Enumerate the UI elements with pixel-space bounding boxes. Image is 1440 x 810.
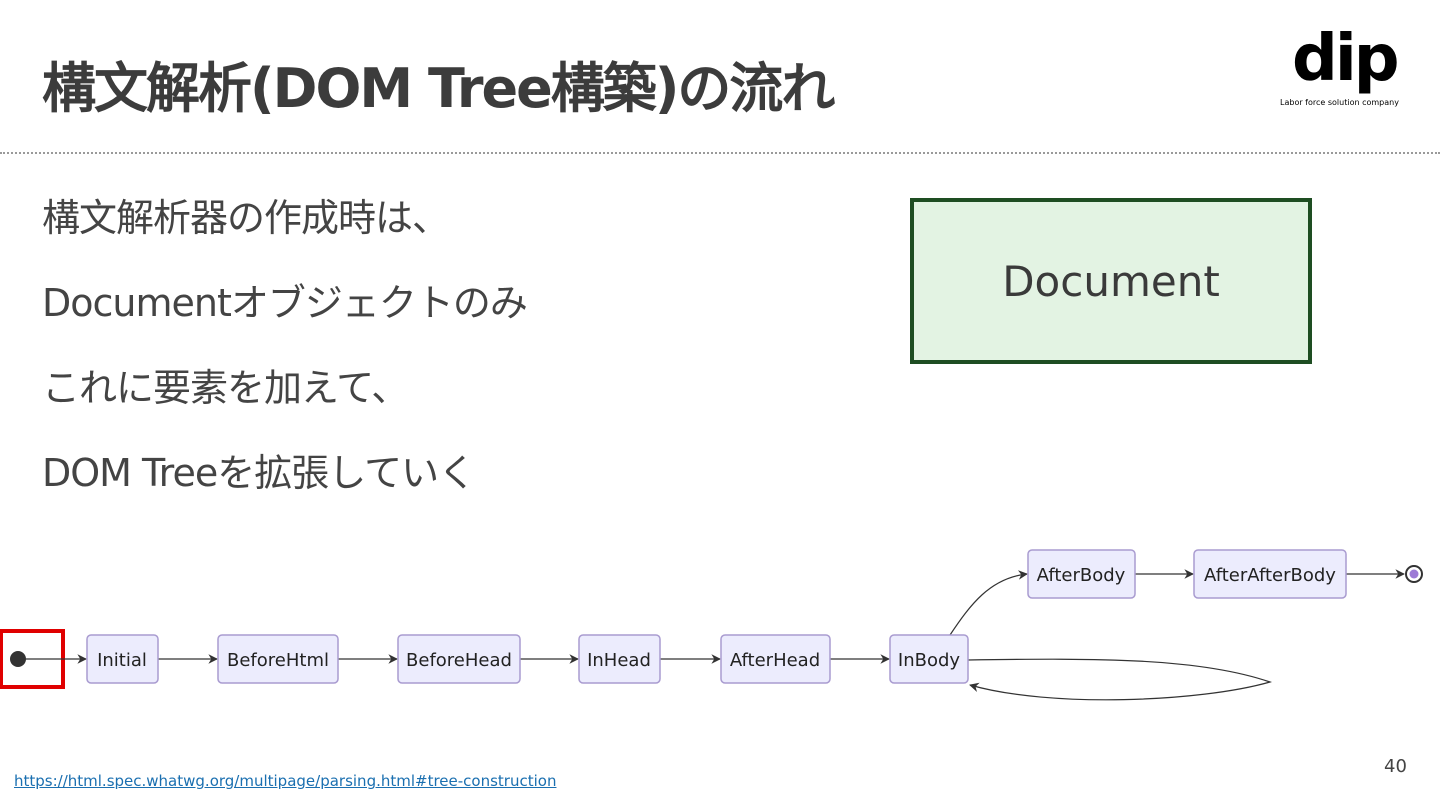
company-logo: dip Labor force solution company <box>1278 22 1418 112</box>
document-node-box: Document <box>910 198 1312 364</box>
body-line-4: DOM Treeを拡張していく <box>42 451 476 495</box>
start-state-dot <box>10 651 26 667</box>
state-label-inhead: InHead <box>587 650 651 671</box>
slide-title: 構文解析(DOM Tree構築)の流れ <box>42 57 835 120</box>
title-divider <box>0 152 1440 154</box>
state-node-inbody: InBody <box>889 634 969 684</box>
state-label-beforehead: BeforeHead <box>406 650 512 671</box>
state-label-afterhead: AfterHead <box>730 650 820 671</box>
end-state-marker <box>1405 565 1423 583</box>
state-label-afterafterbody: AfterAfterBody <box>1204 565 1336 586</box>
source-reference-link[interactable]: https://html.spec.whatwg.org/multipage/p… <box>14 772 557 790</box>
state-node-beforehead: BeforeHead <box>397 634 521 684</box>
body-text: 構文解析器の作成時は、 Documentオブジェクトのみ これに要素を加えて、 … <box>42 190 528 530</box>
edge-inbody-self-loop <box>967 658 1273 701</box>
body-line-1: 構文解析器の作成時は、 <box>42 196 450 240</box>
body-line-3: これに要素を加えて、 <box>42 366 409 410</box>
logo-tagline: Labor force solution company <box>1280 98 1399 107</box>
state-node-inhead: InHead <box>578 634 661 684</box>
state-node-afterbody: AfterBody <box>1027 549 1136 599</box>
document-node-label: Document <box>1002 256 1220 306</box>
state-label-initial: Initial <box>97 650 147 671</box>
logo-wordmark: dip <box>1292 22 1400 96</box>
body-line-2: Documentオブジェクトのみ <box>42 281 528 325</box>
state-label-beforehtml: BeforeHtml <box>227 650 329 671</box>
state-node-afterhead: AfterHead <box>720 634 831 684</box>
state-node-initial: Initial <box>86 634 159 684</box>
state-label-inbody: InBody <box>898 650 961 671</box>
edge-inbody-afterbody <box>949 570 1028 636</box>
state-diagram: Initial BeforeHtml BeforeHead InHead Aft… <box>0 549 1423 701</box>
state-node-afterafterbody: AfterAfterBody <box>1193 549 1347 599</box>
state-node-beforehtml: BeforeHtml <box>217 634 339 684</box>
state-label-afterbody: AfterBody <box>1037 565 1126 586</box>
page-number: 40 <box>1384 756 1407 777</box>
